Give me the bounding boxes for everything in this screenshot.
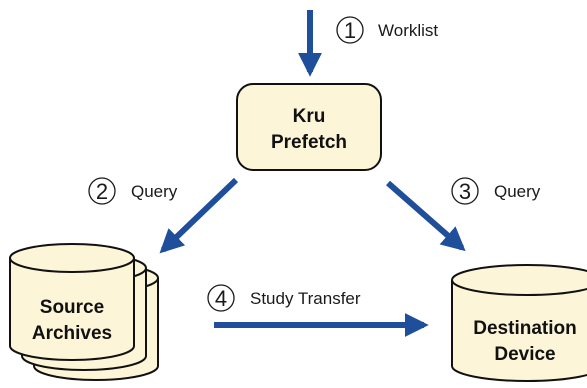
source-line1: Source xyxy=(40,297,104,318)
prefetch-line2: Prefetch xyxy=(271,132,347,153)
kru-prefetch-node: Kru Prefetch xyxy=(236,83,382,171)
destination-line1: Destination xyxy=(473,318,576,339)
step-1-marker: 1 xyxy=(336,16,364,44)
query-destination-arrow xyxy=(386,180,466,252)
step-2-number: 2 xyxy=(96,179,108,204)
step-4-marker: 4 xyxy=(207,284,235,312)
step-3-marker: 3 xyxy=(451,177,479,205)
source-archives-node: Source Archives xyxy=(9,243,159,381)
destination-device-node: Destination Device xyxy=(451,264,587,382)
step-1-number: 1 xyxy=(344,18,356,43)
step-2-marker: 2 xyxy=(88,177,116,205)
step-4-number: 4 xyxy=(215,286,227,311)
step-1-label: Worklist xyxy=(378,21,438,40)
prefetch-line1: Kru xyxy=(293,106,326,127)
query-source-arrow xyxy=(159,177,239,254)
step-2-label: Query xyxy=(131,182,178,201)
step-4-label: Study Transfer xyxy=(250,289,361,308)
step-3-number: 3 xyxy=(459,179,471,204)
source-line2: Archives xyxy=(32,323,112,344)
step-3-label: Query xyxy=(494,182,541,201)
destination-line2: Device xyxy=(494,344,555,365)
